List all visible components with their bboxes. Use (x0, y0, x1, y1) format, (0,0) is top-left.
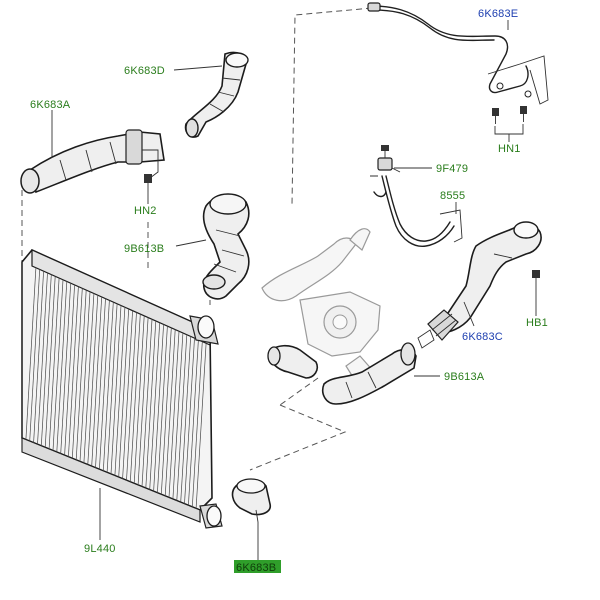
fin-line (29, 269, 41, 442)
fin-line (75, 289, 87, 460)
pipe-6K683A (20, 129, 165, 194)
fin-line (48, 277, 60, 450)
bolt-HN2 (144, 174, 152, 192)
label-8555[interactable]: 8555 (440, 190, 465, 202)
leader-lines (51, 20, 537, 560)
fin-line (172, 332, 184, 500)
fin-line (184, 338, 195, 504)
fin-line (114, 307, 126, 476)
fin-line (141, 319, 153, 487)
intercooler-9L440 (21, 249, 223, 529)
fin-line (71, 288, 83, 459)
highlight-box (234, 560, 281, 573)
hose-6K683B (231, 478, 272, 523)
fin-line (52, 279, 64, 451)
fin-line (99, 300, 110, 470)
fin-line (180, 336, 192, 503)
sensor-9F479 (370, 145, 401, 198)
fin-line (56, 281, 68, 453)
label-6K683A[interactable]: 6K683A (30, 99, 71, 111)
label-9B613A[interactable]: 9B613A (444, 371, 485, 383)
fin-line (64, 284, 75, 456)
assembly-guide-lines (21, 7, 373, 471)
label-HN1[interactable]: HN1 (498, 143, 521, 155)
fin-line (164, 329, 176, 496)
pipe-8555 (381, 175, 463, 247)
label-6K683B[interactable]: 6K683B (236, 562, 276, 574)
fin-line (33, 271, 44, 443)
fin-line (37, 272, 48, 445)
fin-line (195, 343, 207, 509)
label-6K683C[interactable]: 6K683C (462, 331, 503, 343)
pipe-6K683C (417, 221, 542, 349)
fin-line (188, 339, 199, 506)
fin-line (160, 327, 172, 495)
fin-line (126, 312, 137, 481)
fin-line (40, 274, 52, 446)
fin-line (102, 302, 114, 471)
bolt-HB1 (532, 270, 540, 290)
fin-line (191, 341, 203, 507)
bolt-HN1 (492, 106, 527, 124)
label-HB1[interactable]: HB1 (526, 317, 548, 329)
label-6K683E[interactable]: 6K683E (478, 8, 518, 20)
fin-line (44, 276, 56, 448)
label-6K683D[interactable]: 6K683D (124, 65, 165, 77)
fin-line (157, 326, 168, 493)
fin-line (149, 322, 161, 490)
fin-line (83, 293, 95, 464)
fin-line (153, 324, 164, 492)
label-HN2[interactable]: HN2 (134, 205, 157, 217)
label-9B613B[interactable]: 9B613B (124, 243, 164, 255)
hose-9B613B (202, 193, 250, 300)
part-labels: 6K683E 6K683D 6K683A HN1 9F479 8555 HN2 … (30, 8, 548, 574)
fin-line (145, 320, 157, 489)
label-9F479[interactable]: 9F479 (436, 163, 468, 175)
pipe-6K683E (367, 2, 549, 105)
fin-line (118, 308, 130, 478)
fin-line (133, 315, 145, 484)
fin-line (95, 298, 106, 468)
label-9L440[interactable]: 9L440 (84, 543, 116, 555)
fin-line (68, 286, 79, 457)
fin-line (25, 267, 37, 440)
fin-line (110, 305, 122, 475)
fin-line (122, 310, 133, 479)
turbo-outlet-hose (267, 344, 319, 379)
fin-line (91, 296, 103, 467)
fin-line (87, 295, 99, 465)
hose-9B613A (321, 342, 417, 405)
fin-line (79, 291, 91, 462)
fin-line (60, 283, 72, 454)
fin-line (106, 303, 118, 473)
fin-line (168, 331, 180, 498)
fin-line (137, 317, 149, 486)
intercooler-fins (25, 267, 207, 509)
fin-line (129, 314, 141, 482)
fin-line (176, 334, 188, 501)
ghosted-turbo-assembly (261, 228, 381, 383)
hose-6K683D (184, 51, 249, 138)
